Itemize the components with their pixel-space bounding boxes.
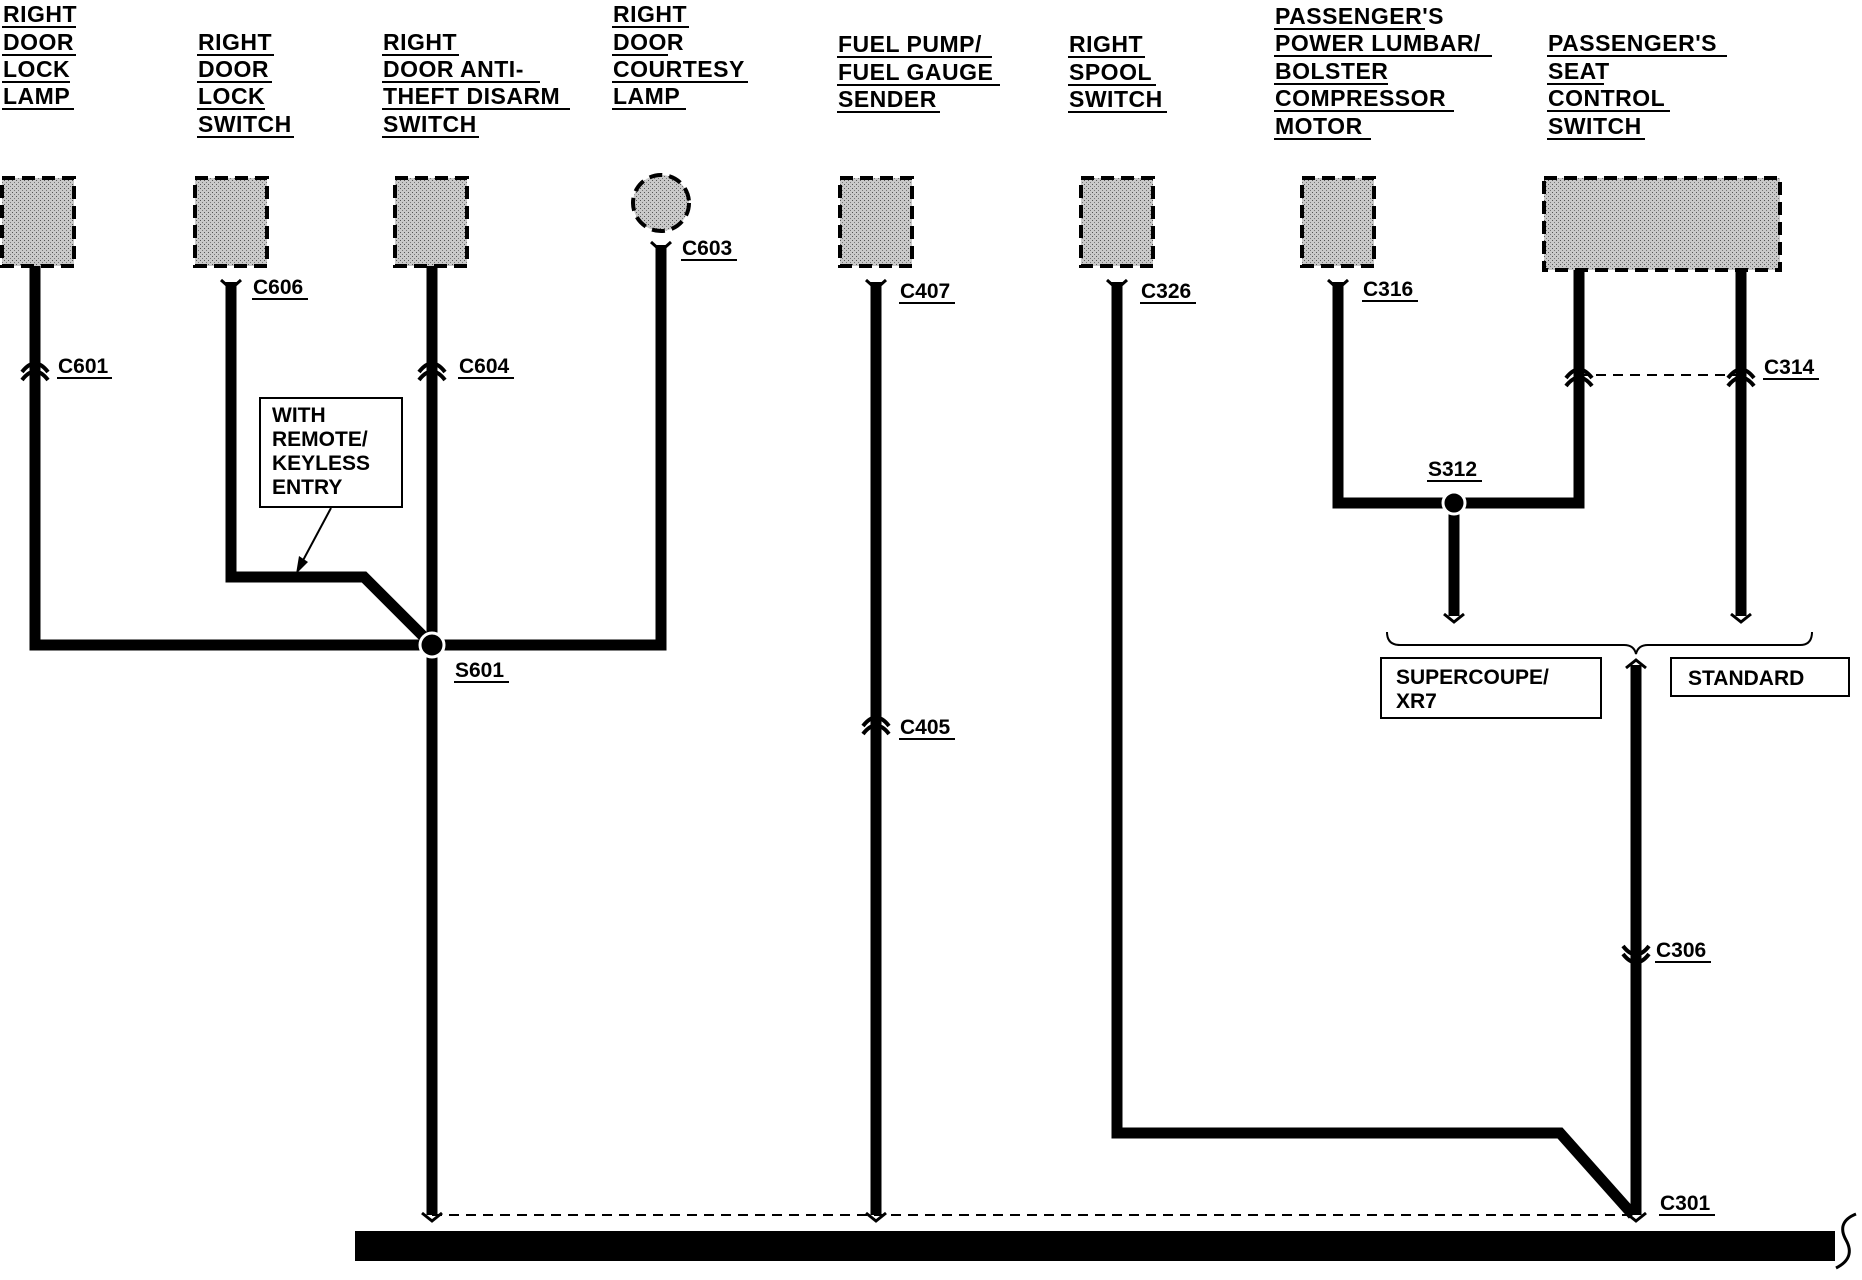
connector-labels: C601 C606 C604 C603 C407 C405 C326 C316 …: [57, 237, 1819, 1216]
label-line: LAMP: [613, 83, 680, 109]
label-line: DOOR: [198, 56, 269, 82]
label-line: DOOR: [3, 29, 74, 55]
connector-c405: C405: [900, 716, 951, 739]
connector-c314: C314: [1764, 356, 1815, 379]
label-line: DOOR: [613, 29, 684, 55]
label-line: RIGHT: [198, 29, 272, 55]
label-line: DOOR ANTI-: [383, 56, 524, 82]
wires: [29, 245, 1835, 1261]
label-line: PASSENGER'S: [1275, 3, 1444, 29]
label-passengers-seat-control-switch: PASSENGER'S SEAT CONTROL SWITCH: [1547, 30, 1727, 140]
note-line: SUPERCOUPE/: [1396, 666, 1549, 689]
connector-c606: C606: [253, 276, 303, 299]
connector-c604: C604: [459, 355, 510, 378]
label-line: FUEL GAUGE: [838, 59, 993, 85]
component-right-door-lock-switch: [193, 176, 269, 268]
note-line: REMOTE/: [272, 428, 368, 451]
wire-end-marks: [219, 240, 1752, 1223]
connector-c603: C603: [682, 237, 732, 260]
label-line: RIGHT: [3, 1, 77, 27]
label-line: MOTOR: [1275, 113, 1363, 139]
ground-bus: [355, 1231, 1835, 1261]
component-right-spool-switch: [1079, 176, 1155, 268]
component-passengers-seat-control-switch: [1542, 176, 1782, 272]
note-supercoupe-xr7: SUPERCOUPE/ XR7: [1380, 657, 1602, 719]
connector-c316: C316: [1363, 278, 1413, 301]
label-line: COMPRESSOR: [1275, 85, 1446, 111]
splice-s312-label: S312: [1428, 458, 1477, 481]
label-line: LAMP: [3, 83, 70, 109]
inline-connector-marks: [20, 361, 1756, 965]
component-right-door-courtesy-lamp: [631, 173, 691, 233]
splice-s601-label: S601: [455, 659, 504, 682]
label-line: RIGHT: [613, 1, 687, 27]
label-line: SEAT: [1548, 58, 1610, 84]
label-line: SENDER: [838, 86, 937, 112]
connector-c301: C301: [1660, 1192, 1711, 1215]
label-line: PASSENGER'S: [1548, 30, 1717, 56]
label-right-door-lock-lamp: RIGHT DOOR LOCK LAMP: [2, 1, 77, 110]
label-fuel-pump-fuel-gauge-sender: FUEL PUMP/ FUEL GAUGE SENDER: [837, 31, 1000, 113]
label-right-spool-switch: RIGHT SPOOL SWITCH: [1068, 31, 1167, 113]
label-line: SWITCH: [198, 111, 292, 137]
label-line: RIGHT: [1069, 31, 1143, 57]
label-line: SWITCH: [383, 111, 477, 137]
note-line: KEYLESS: [272, 452, 370, 475]
label-right-door-anti-theft-disarm-switch: RIGHT DOOR ANTI- THEFT DISARM SWITCH: [382, 29, 570, 138]
component-passengers-power-lumbar-bolster-compressor-motor: [1300, 176, 1376, 268]
note-remote-keyless-entry: WITH REMOTE/ KEYLESS ENTRY: [259, 397, 403, 574]
note-line: ENTRY: [272, 476, 342, 499]
label-line: THEFT DISARM: [383, 83, 560, 109]
wire-right-spool-switch: [1111, 282, 1638, 1219]
label-line: LOCK: [3, 56, 70, 82]
label-line: LOCK: [198, 83, 265, 109]
component-right-door-lock-lamp: [0, 176, 76, 268]
component-right-door-anti-theft-disarm-switch: [393, 176, 469, 268]
splice-s601-dot: [418, 631, 446, 659]
splice-s312-dot: [1441, 490, 1467, 516]
note-line: WITH: [272, 404, 326, 427]
label-right-door-courtesy-lamp: RIGHT DOOR COURTESY LAMP: [612, 1, 748, 110]
label-line: POWER LUMBAR/: [1275, 30, 1481, 56]
label-line: SPOOL: [1069, 59, 1152, 85]
connector-c326: C326: [1141, 280, 1191, 303]
connector-c601: C601: [58, 355, 109, 378]
label-line: COURTESY: [613, 56, 745, 82]
component-fuel-pump-fuel-gauge-sender: [838, 176, 914, 268]
label-line: BOLSTER: [1275, 58, 1388, 84]
option-brace: [1386, 631, 1813, 655]
label-line: SWITCH: [1548, 113, 1642, 139]
wire-right-door-lock-switch: [225, 282, 436, 649]
connector-c407: C407: [900, 280, 950, 303]
note-standard: STANDARD: [1670, 657, 1850, 697]
label-right-door-lock-switch: RIGHT DOOR LOCK SWITCH: [197, 29, 294, 138]
label-line: CONTROL: [1548, 85, 1665, 111]
bus-break-mark: [1835, 1212, 1857, 1270]
label-line: RIGHT: [383, 29, 457, 55]
wire-right-door-courtesy-lamp: [432, 245, 667, 651]
wire-right-door-lock-lamp: [29, 266, 432, 651]
connector-c306: C306: [1656, 939, 1706, 962]
label-line: SWITCH: [1069, 86, 1163, 112]
label-passengers-power-lumbar-bolster-compressor-motor: PASSENGER'S POWER LUMBAR/ BOLSTER COMPRE…: [1274, 3, 1492, 140]
label-line: FUEL PUMP/: [838, 31, 982, 57]
note-line: XR7: [1396, 690, 1437, 713]
note-standard-label: STANDARD: [1688, 667, 1804, 690]
